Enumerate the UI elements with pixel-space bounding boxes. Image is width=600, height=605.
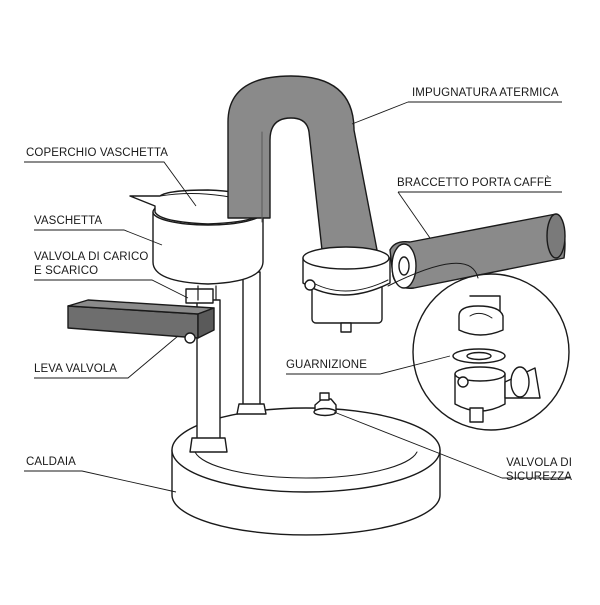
label-vaschetta: VASCHETTA: [34, 215, 103, 227]
coffee-arm-handle: [389, 213, 566, 289]
label-impugnatura-atermica: IMPUGNATURA ATERMICA: [412, 87, 559, 99]
label-valvola-sicurezza-line1: VALVOLA DI: [506, 457, 572, 469]
label-valvola-carico-line2: E SCARICO: [34, 265, 99, 277]
leader-guarnizione: [286, 355, 451, 375]
leader-braccetto: [397, 191, 431, 239]
leader-valvola-sicurezza: [333, 411, 503, 479]
leader-caldaia: [24, 470, 177, 493]
label-valvola-sicurezza-line2: SICUREZZA: [505, 471, 572, 483]
leader-valvola-carico: [34, 279, 189, 299]
valve-lever: [67, 299, 215, 344]
detail-connector: [387, 262, 479, 287]
label-caldaia: CALDAIA: [26, 456, 76, 468]
label-braccetto-porta-caffe: BRACCETTO PORTA CAFFÈ: [397, 177, 552, 189]
leader-coperchio: [24, 161, 197, 207]
leader-leva: [34, 335, 179, 379]
label-coperchio-vaschetta: COPERCHIO VASCHETTA: [26, 147, 169, 159]
rear-column: [236, 271, 267, 415]
boiler: [171, 407, 441, 536]
coffee-group: [302, 246, 391, 333]
leader-lines: [24, 101, 570, 493]
insulated-handle: [227, 75, 378, 251]
leader-vaschetta: [34, 229, 163, 246]
label-guarnizione: GUARNIZIONE: [286, 359, 367, 371]
label-valvola-carico-line1: VALVOLA DI CARICO: [34, 251, 149, 263]
leader-impugnatura: [351, 101, 409, 125]
safety-valve: [313, 392, 337, 417]
detail-inset: [412, 273, 570, 431]
label-leva-valvola: LEVA VALVOLA: [34, 363, 118, 375]
